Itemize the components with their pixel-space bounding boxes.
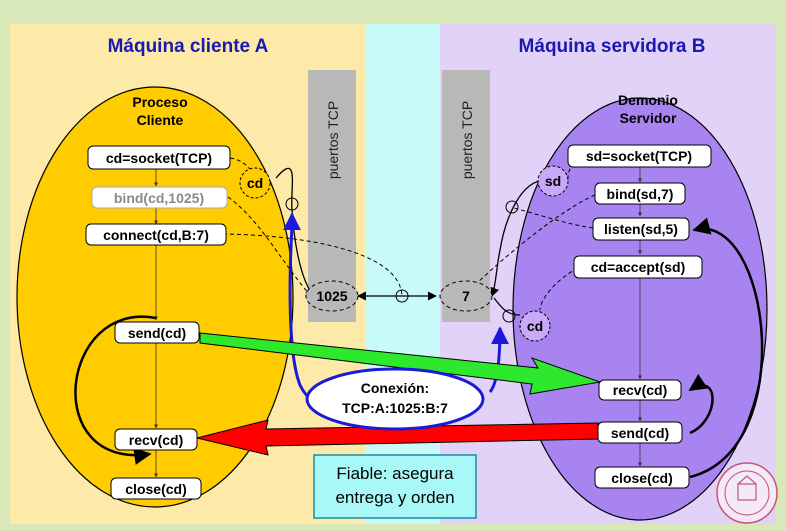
client-socket-call: cd=socket(TCP) <box>106 150 212 166</box>
server-send-box <box>597 421 683 444</box>
server-process-title-1: Demonio <box>618 92 678 108</box>
server-ports-label: puertos TCP <box>459 101 475 179</box>
client-send-box <box>114 321 200 344</box>
client-bind-box <box>91 186 228 209</box>
server-recv-call: recv(cd) <box>613 382 667 398</box>
note-line-1: Fiable: asegura <box>336 464 454 483</box>
server-conn-descriptor <box>519 310 551 342</box>
reliability-note <box>313 454 477 519</box>
server-port-label: 7 <box>462 288 470 304</box>
server-inner-loop-arrow <box>688 373 714 435</box>
server-machine-title: Máquina servidora B <box>519 36 706 57</box>
client-loop-arrow <box>74 315 157 465</box>
server-conn-descriptor-label: cd <box>527 318 543 334</box>
server-ports-bar <box>442 70 490 322</box>
connection-line-2: TCP:A:1025:B:7 <box>342 400 448 416</box>
university-seal <box>716 462 778 524</box>
client-socket-box <box>87 145 231 170</box>
server-listen-box <box>592 217 690 241</box>
client-recv-box <box>114 428 198 451</box>
client-connect-call: connect(cd,B:7) <box>103 227 209 243</box>
client-descriptor-label: cd <box>247 175 263 191</box>
server-socket-call: sd=socket(TCP) <box>586 148 692 164</box>
client-recv-call: recv(cd) <box>129 432 183 448</box>
client-socket-descriptor <box>239 167 271 199</box>
server-recv-box <box>598 379 682 401</box>
server-accept-box <box>573 255 703 279</box>
client-process-title-1: Proceso <box>132 94 187 110</box>
client-send-call: send(cd) <box>128 325 186 341</box>
server-close-call: close(cd) <box>611 470 672 486</box>
connection-ellipse <box>305 367 485 431</box>
server-listen-descriptor-label: sd <box>545 173 561 189</box>
client-close-call: close(cd) <box>125 481 186 497</box>
server-listen-descriptor <box>537 165 569 197</box>
client-bind-call: bind(cd,1025) <box>114 190 204 206</box>
server-port <box>439 280 493 312</box>
network-channel <box>365 24 440 524</box>
server-send-call: send(cd) <box>611 425 669 441</box>
client-port <box>305 280 359 312</box>
server-process-title-2: Servidor <box>620 110 677 126</box>
send-data-arrow <box>199 332 602 395</box>
connection-line-1: Conexión: <box>361 380 429 396</box>
client-port-label: 1025 <box>316 288 347 304</box>
note-line-2: entrega y orden <box>335 488 454 507</box>
server-bind-box <box>594 182 686 205</box>
client-connect-box <box>85 223 227 246</box>
client-close-box <box>110 477 202 500</box>
client-machine-title: Máquina cliente A <box>108 36 269 57</box>
client-process-title-2: Cliente <box>137 112 184 128</box>
server-accept-call: cd=accept(sd) <box>591 259 686 275</box>
reply-data-arrow <box>196 419 599 456</box>
client-ports-label: puertos TCP <box>325 101 341 179</box>
client-ports-bar <box>308 70 356 322</box>
server-close-box <box>594 466 690 489</box>
server-bind-call: bind(sd,7) <box>607 186 674 202</box>
server-listen-call: listen(sd,5) <box>604 221 678 237</box>
server-outer-loop-arrow <box>689 217 764 479</box>
server-socket-box <box>567 144 712 168</box>
